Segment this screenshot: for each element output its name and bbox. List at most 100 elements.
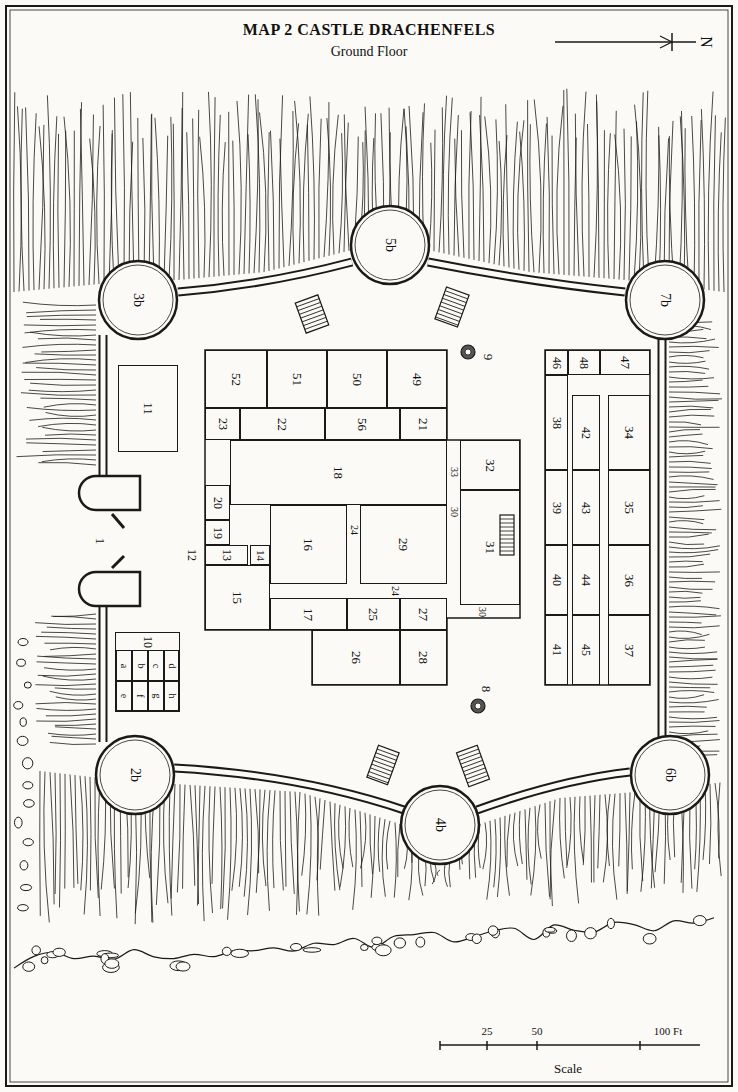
hatch-stroke	[386, 821, 390, 870]
hatch-stroke	[669, 427, 720, 428]
hatch-stroke	[443, 96, 446, 254]
scale-tick	[439, 1041, 441, 1050]
hatch-stroke	[27, 407, 96, 410]
hatch-stroke	[22, 344, 96, 347]
hatch-stroke	[36, 636, 96, 639]
hatch-stroke	[349, 808, 353, 867]
hatch-stroke	[669, 631, 702, 635]
hatch-stroke	[324, 102, 329, 257]
stair-step	[302, 314, 325, 322]
rock	[24, 682, 31, 688]
hatch-stroke	[298, 792, 300, 911]
room-box: e	[116, 681, 132, 711]
hatch-stroke	[669, 455, 703, 457]
room-number: 19	[212, 527, 224, 539]
stair-step	[372, 764, 393, 772]
scale-line	[440, 1044, 700, 1046]
hatch-stroke	[45, 434, 96, 435]
stair-step	[377, 749, 398, 757]
hatch-stroke	[669, 561, 703, 563]
hatch-stroke	[487, 821, 491, 900]
scale-value: 100 Ft	[654, 1026, 682, 1037]
hatch-stroke	[111, 134, 114, 284]
stair-step	[301, 310, 324, 318]
room-box: 23	[205, 408, 240, 440]
hatch-stroke	[579, 796, 583, 862]
hatch-stroke	[506, 104, 509, 267]
hatch-stroke	[267, 790, 270, 911]
hatch-stroke	[182, 92, 184, 279]
hatch-stroke	[669, 601, 701, 602]
hatch-stroke	[669, 527, 716, 530]
room-number: g	[151, 694, 161, 699]
rock	[105, 959, 119, 968]
hatch-stroke	[483, 822, 487, 869]
hatch-stroke	[612, 794, 616, 900]
stair-step	[441, 302, 464, 310]
rock	[32, 946, 41, 955]
hatch-stroke	[123, 94, 125, 283]
scale-tick	[486, 1041, 488, 1050]
stairs	[295, 287, 514, 787]
gate-door	[112, 556, 124, 568]
hatch-stroke	[333, 115, 339, 255]
hatch-stroke	[187, 132, 189, 279]
room-number: 22	[276, 418, 289, 431]
room-number: 46	[551, 357, 563, 369]
rock	[20, 885, 31, 891]
room-number: 16	[302, 538, 315, 551]
callout-number: 9	[482, 354, 495, 361]
hatch-stroke	[44, 643, 96, 645]
room-number: 15	[231, 591, 244, 604]
room-number: 20	[212, 497, 224, 509]
wall-core	[660, 338, 665, 737]
hatch-stroke	[339, 133, 343, 253]
stair-step	[445, 291, 468, 299]
stair-outline	[435, 287, 469, 327]
room-box: 11	[118, 365, 178, 452]
room-number: 35	[623, 501, 636, 514]
slope-hatching	[14, 89, 726, 924]
hatch-stroke	[669, 691, 714, 693]
hatch-stroke	[534, 99, 541, 272]
hatch-stroke	[38, 338, 96, 340]
well-symbol	[471, 699, 485, 713]
hatch-stroke	[669, 346, 719, 347]
room-number: 45	[580, 644, 592, 656]
hatch-stroke	[46, 714, 96, 716]
hatch-stroke	[307, 795, 311, 914]
hatch-stroke	[669, 717, 717, 719]
room-number: 14	[255, 550, 266, 561]
hatch-stroke	[177, 784, 180, 892]
hatch-stroke	[550, 800, 555, 900]
stair-step	[500, 519, 514, 520]
hatch-stroke	[26, 443, 96, 445]
tower-circle: 7b	[625, 260, 705, 340]
hatch-stroke	[320, 800, 325, 870]
room-number: 28	[417, 651, 430, 664]
hatch-stroke	[24, 324, 96, 326]
hatch-stroke	[669, 339, 715, 343]
stair-step	[500, 543, 514, 544]
hatch-stroke	[317, 798, 320, 915]
room-box: 29	[360, 505, 447, 584]
hatch-stroke	[583, 796, 585, 865]
hatch-stroke	[669, 400, 718, 402]
hatch-stroke	[303, 114, 308, 262]
hatch-stroke	[37, 708, 96, 710]
hatch-stroke	[469, 111, 471, 259]
hatch-stroke	[545, 803, 550, 897]
room-box: c	[148, 650, 164, 681]
room-box: 10abcdefgh	[115, 632, 180, 712]
hatch-stroke	[669, 380, 703, 382]
hatch-stroke	[669, 489, 716, 492]
stair-step	[500, 523, 514, 524]
hatch-stroke	[669, 554, 710, 557]
hatch-stroke	[55, 724, 96, 726]
hatch-stroke	[448, 98, 452, 255]
hatch-stroke	[567, 797, 571, 868]
gatehouse	[79, 476, 140, 606]
hatch-stroke	[669, 695, 704, 699]
hatch-stroke	[37, 662, 96, 664]
